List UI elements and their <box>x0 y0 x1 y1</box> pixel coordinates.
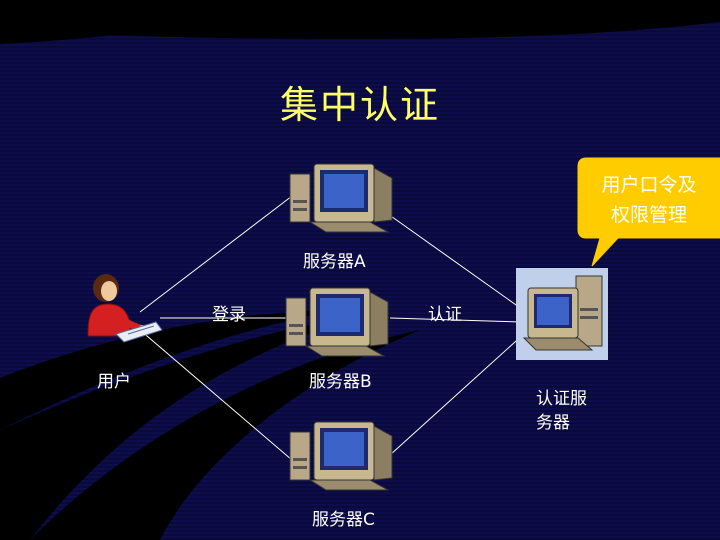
auth-server-label-line2: 务器 <box>536 413 570 433</box>
server-b-icon <box>285 287 389 357</box>
server-b-label: 服务器B <box>309 372 372 392</box>
auth-server-label-line1: 认证服 <box>536 389 587 409</box>
login-label: 登录 <box>212 305 246 325</box>
user-icon <box>87 274 163 343</box>
callout-line1: 用户口令及 <box>601 174 697 196</box>
slide-title: 集中认证 <box>279 83 440 127</box>
server-c-label: 服务器C <box>312 510 375 530</box>
server-a-label: 服务器A <box>303 252 366 272</box>
callout-bubble <box>577 157 720 267</box>
server-a-icon <box>289 163 393 233</box>
auth-server-icon <box>516 268 608 360</box>
user-label: 用户 <box>97 372 131 392</box>
callout-text: 用户口令及 权限管理 <box>578 170 720 230</box>
server-c-icon <box>289 421 393 491</box>
auth-label: 认证 <box>428 305 462 325</box>
connection-lines <box>139 195 527 461</box>
callout-line2: 权限管理 <box>610 204 687 226</box>
